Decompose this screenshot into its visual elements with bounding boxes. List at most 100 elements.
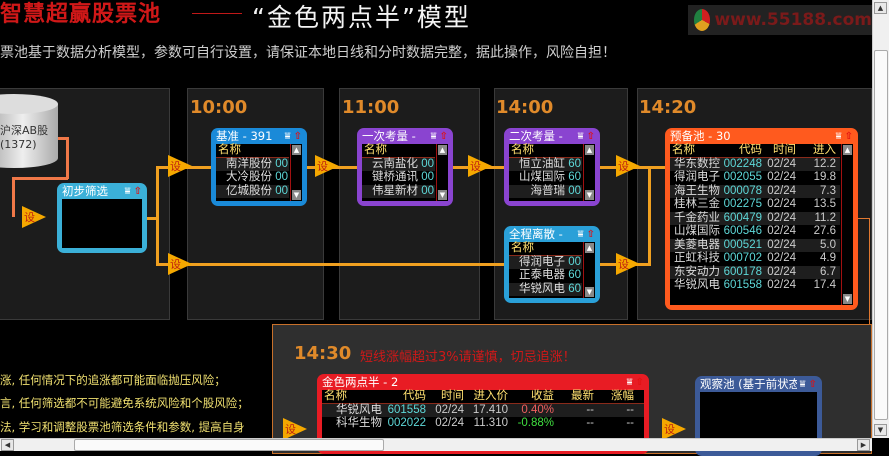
set-filter-button[interactable]: 设 [616,253,640,275]
set-filter-button[interactable]: 设 [283,418,307,440]
set-filter-button[interactable]: 设 [168,155,192,177]
filter-icon[interactable]: ⩸ [124,185,131,197]
cell: 正泰电器 [519,269,565,281]
export-arrow-icon[interactable]: ⇧ [439,130,448,142]
export-arrow-icon[interactable]: ⇧ [844,130,853,142]
scroll-up-arrow-icon[interactable]: ▲ [843,145,852,155]
column-header[interactable]: 名称 [364,144,387,156]
set-filter-button[interactable]: 设 [315,155,339,177]
export-arrow-icon[interactable]: ⇧ [133,185,142,197]
horizontal-scroll-thumb[interactable] [74,439,384,451]
scroll-down-arrow-icon[interactable]: ▼ [585,287,594,297]
column-header[interactable]: 名称 [324,390,347,402]
scroll-down-arrow-icon[interactable]: ▼ [585,190,594,200]
column-header[interactable]: 时间 [773,144,796,156]
set-filter-button[interactable]: 设 [468,155,492,177]
cell: 000702 [723,252,762,264]
column-header[interactable]: 进入 [813,144,836,156]
list-scrollbar[interactable]: ▲▼ [290,144,302,201]
list-scrollbar[interactable]: ▲▼ [583,242,595,298]
export-arrow-icon[interactable]: ⇧ [635,376,644,388]
time-1430: 14:30 [294,343,352,364]
filter-icon[interactable]: ⩸ [626,376,633,388]
scroll-down-arrow-icon[interactable]: ▼ [438,190,447,200]
scroll-down-arrow-icon[interactable]: ▼ [292,190,301,200]
scroll-up-arrow-icon[interactable]: ▲ [585,145,594,155]
export-arrow-icon[interactable]: ⇧ [586,130,595,142]
column-header[interactable]: 进入价 [473,390,509,402]
scroll-left-button[interactable]: ◀ [1,439,14,451]
filter-icon[interactable]: ⩸ [577,130,584,142]
column-header[interactable]: 代码 [739,144,762,156]
cell: 02/24 [767,252,796,264]
set-filter-button[interactable]: 设 [22,206,46,228]
horizontal-scrollbar[interactable]: ◀ ▶ [0,438,872,451]
scroll-up-arrow-icon[interactable]: ▲ [438,145,447,155]
vertical-scroll-thumb[interactable] [874,50,888,420]
set-filter-button[interactable]: 设 [662,418,686,440]
vertical-scrollbar[interactable]: ▲ ▼ [872,0,889,438]
export-arrow-icon[interactable]: ⇧ [293,130,302,142]
column-header[interactable]: 名称 [672,144,695,156]
column-header[interactable]: 代码 [403,390,426,402]
column-header[interactable]: 名称 [218,144,241,156]
filter-icon[interactable]: ⩸ [577,228,584,240]
filter-icon[interactable]: ⩸ [430,130,437,142]
scroll-up-arrow-icon[interactable]: ▲ [292,145,301,155]
export-arrow-icon[interactable]: ⇧ [808,378,817,390]
column-header[interactable]: 时间 [441,390,464,402]
export-arrow-icon[interactable]: ⇧ [586,228,595,240]
column-header[interactable]: 收益 [531,390,554,402]
scroll-up-arrow-icon[interactable]: ▲ [585,243,594,253]
pool-list[interactable] [62,199,142,248]
list-scrollbar[interactable]: ▲▼ [841,144,853,305]
filter-icon[interactable]: ⩸ [284,130,291,142]
scroll-right-button[interactable]: ▶ [857,439,870,451]
column-header[interactable]: 名称 [511,242,534,254]
column-header[interactable]: 涨幅 [611,390,634,402]
scroll-down-arrow-icon[interactable]: ▼ [843,294,852,304]
filter-icon[interactable]: ⩸ [799,378,806,390]
cell: 00 [568,255,581,268]
list-scrollbar[interactable]: ▲▼ [436,144,448,201]
set-filter-button[interactable]: 设 [616,155,640,177]
set-filter-button[interactable]: 设 [168,253,192,275]
list-scrollbar[interactable]: ▲▼ [583,144,595,201]
site-logo[interactable]: www.55188.com [688,5,872,35]
filter-icon[interactable]: ⩸ [835,130,842,142]
column-header[interactable]: 最新 [571,390,594,402]
column-header[interactable]: 名称 [511,144,534,156]
scroll-down-button[interactable]: ▼ [874,424,887,436]
cell: 桂林三金 [674,198,720,210]
scroll-up-button[interactable]: ▲ [874,2,887,14]
